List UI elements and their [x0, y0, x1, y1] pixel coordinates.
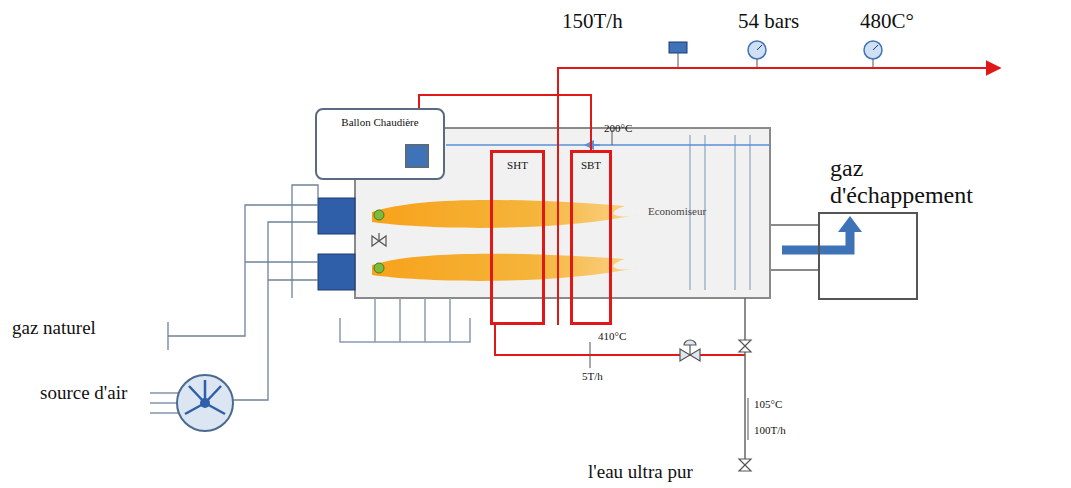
part-name: Ballon Chaudière	[323, 116, 437, 128]
output-name: l'eau ultra pur	[588, 462, 693, 483]
temperature-value: 200°C	[604, 122, 632, 134]
temperature-value: 480C°	[860, 10, 914, 33]
air-fan	[177, 375, 233, 431]
flow-arrow	[585, 144, 600, 146]
flow-value: 100T/h	[754, 424, 786, 436]
flame	[372, 254, 640, 281]
ash-hopper	[340, 298, 470, 342]
supply-lines	[150, 185, 318, 413]
temperature-gauge	[864, 41, 882, 68]
flame	[372, 200, 640, 228]
flow-value: 5T/h	[582, 370, 603, 382]
water-line	[446, 144, 770, 146]
furnace-housing	[355, 128, 770, 298]
valve-symbol	[739, 340, 751, 471]
temperature-value: 410°C	[598, 330, 626, 342]
tap-line	[748, 398, 749, 440]
sensor-stem	[678, 53, 679, 68]
igniter	[374, 263, 384, 273]
box-heading: gaz d'échappement	[830, 155, 990, 208]
drum-box: Ballon Chaudière	[315, 108, 445, 180]
steam-return	[495, 325, 745, 355]
exhaust-box: gaz d'échappement	[818, 212, 918, 300]
control-valve	[680, 340, 700, 361]
steam-line	[558, 68, 1000, 325]
input-name: source d'air	[40, 383, 145, 404]
part-name: SBT	[577, 159, 605, 171]
flow-value: 150T/h	[562, 10, 623, 33]
feedwater-line	[744, 298, 746, 470]
valve-symbol	[372, 233, 386, 246]
input-name: gaz naturel	[12, 318, 96, 339]
igniter	[374, 210, 384, 220]
tap-line	[590, 342, 591, 368]
part-name: Economiseur	[648, 205, 706, 217]
superheater-loop: SHT	[490, 150, 545, 325]
temperature-value: 105°C	[754, 398, 782, 410]
part-name: SHT	[497, 159, 538, 171]
burner	[318, 198, 355, 234]
exhaust-arrow	[782, 230, 850, 250]
superheater-loop: SBT	[570, 150, 612, 325]
flowmeter	[669, 42, 687, 53]
pressure-gauge	[748, 41, 766, 68]
level-indicator	[405, 144, 429, 168]
pressure-value: 54 bars	[738, 10, 799, 33]
burner	[318, 254, 355, 290]
exhaust-arrowhead	[838, 216, 862, 232]
